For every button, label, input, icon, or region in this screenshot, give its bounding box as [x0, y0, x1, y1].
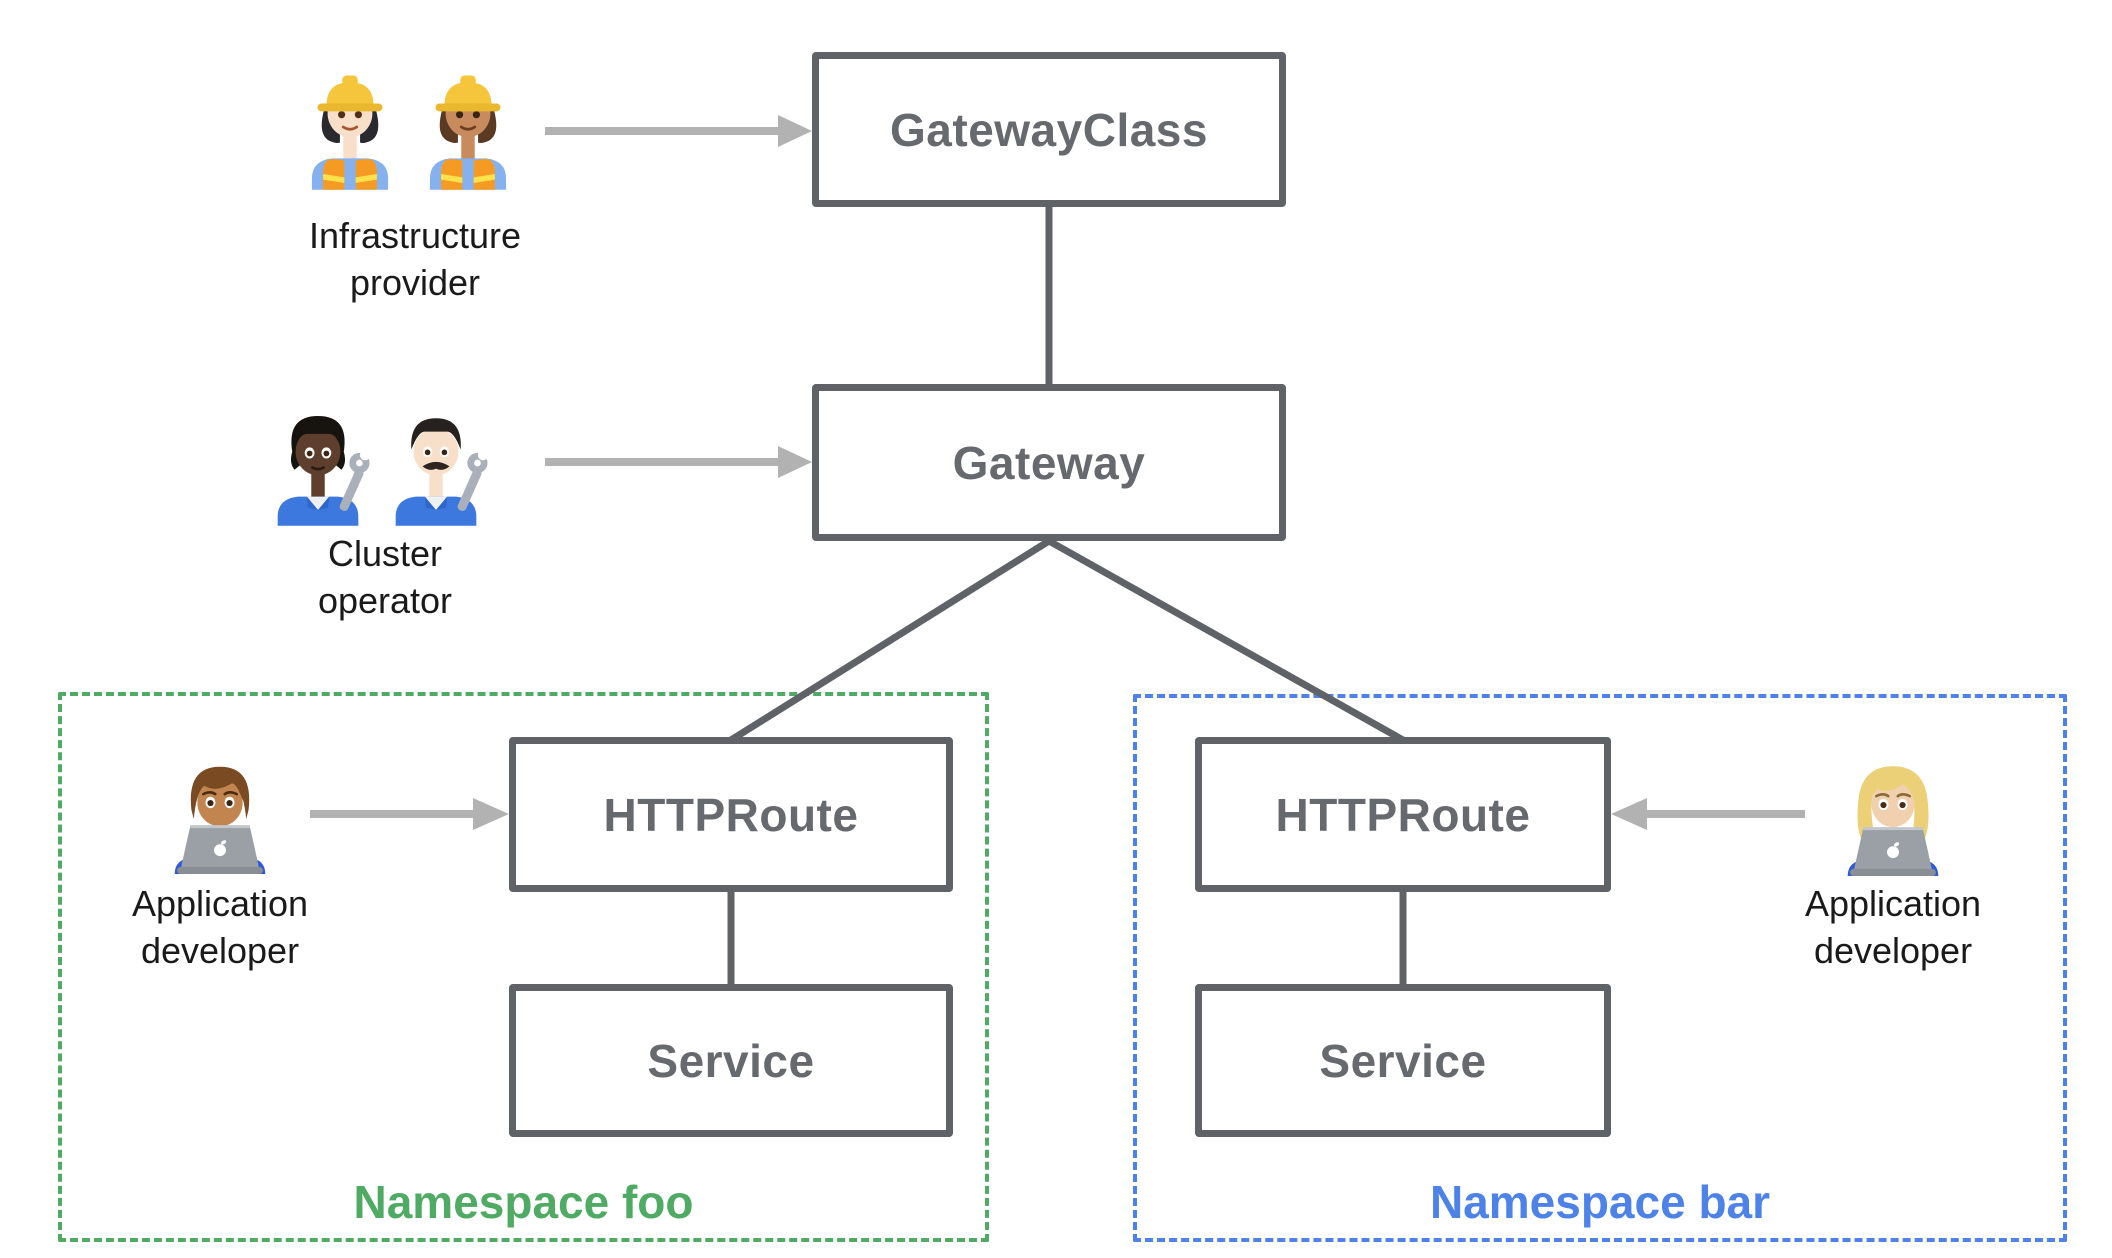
woman-construction-worker-light-icon	[311, 75, 389, 190]
namespace-foo-label: Namespace foo	[353, 1176, 694, 1228]
arrow-head-icon	[778, 446, 812, 478]
node-httproute-foo: HTTPRoute	[509, 737, 953, 892]
node-httproute-bar: HTTPRoute	[1195, 737, 1611, 892]
node-httproute-bar-label: HTTPRoute	[1275, 788, 1531, 841]
arrow-cluster-operator-to-gateway	[545, 446, 812, 478]
app-developer-foo-emoji	[160, 750, 280, 874]
app-developer-foo-label: Application developer	[131, 883, 309, 971]
app-developer-bar-emoji	[1833, 752, 1953, 876]
arrow-infrastructure-provider-to-gatewayclass	[545, 115, 812, 147]
infrastructure-provider-label: Infrastructure provider	[308, 215, 522, 303]
woman-construction-worker-medium-icon	[429, 75, 507, 190]
arrow-head-icon	[778, 115, 812, 147]
woman-technologist-icon	[1847, 766, 1939, 876]
node-service-foo-label: Service	[647, 1034, 815, 1087]
namespace-bar-label: Namespace bar	[1429, 1176, 1771, 1228]
node-gateway-label: Gateway	[952, 436, 1146, 489]
man-mechanic-light-icon	[395, 418, 489, 526]
namespace-foo-box: Namespace foo	[58, 692, 989, 1242]
cluster-operator-label: Cluster operator	[317, 533, 453, 621]
node-service-foo: Service	[509, 984, 953, 1137]
node-service-bar: Service	[1195, 984, 1611, 1137]
app-developer-bar-label: Application developer	[1804, 883, 1982, 971]
node-gatewayclass: GatewayClass	[812, 52, 1286, 207]
cluster-operator-emoji-group	[262, 400, 492, 526]
namespace-bar-box: Namespace bar	[1133, 694, 2067, 1242]
node-service-bar-label: Service	[1319, 1034, 1487, 1087]
mechanic-dark-icon	[277, 415, 371, 526]
node-httproute-foo-label: HTTPRoute	[603, 788, 859, 841]
infrastructure-provider-emoji-group	[294, 64, 524, 190]
man-technologist-icon	[174, 766, 266, 874]
node-gatewayclass-label: GatewayClass	[890, 103, 1208, 156]
node-gateway: Gateway	[812, 384, 1286, 541]
